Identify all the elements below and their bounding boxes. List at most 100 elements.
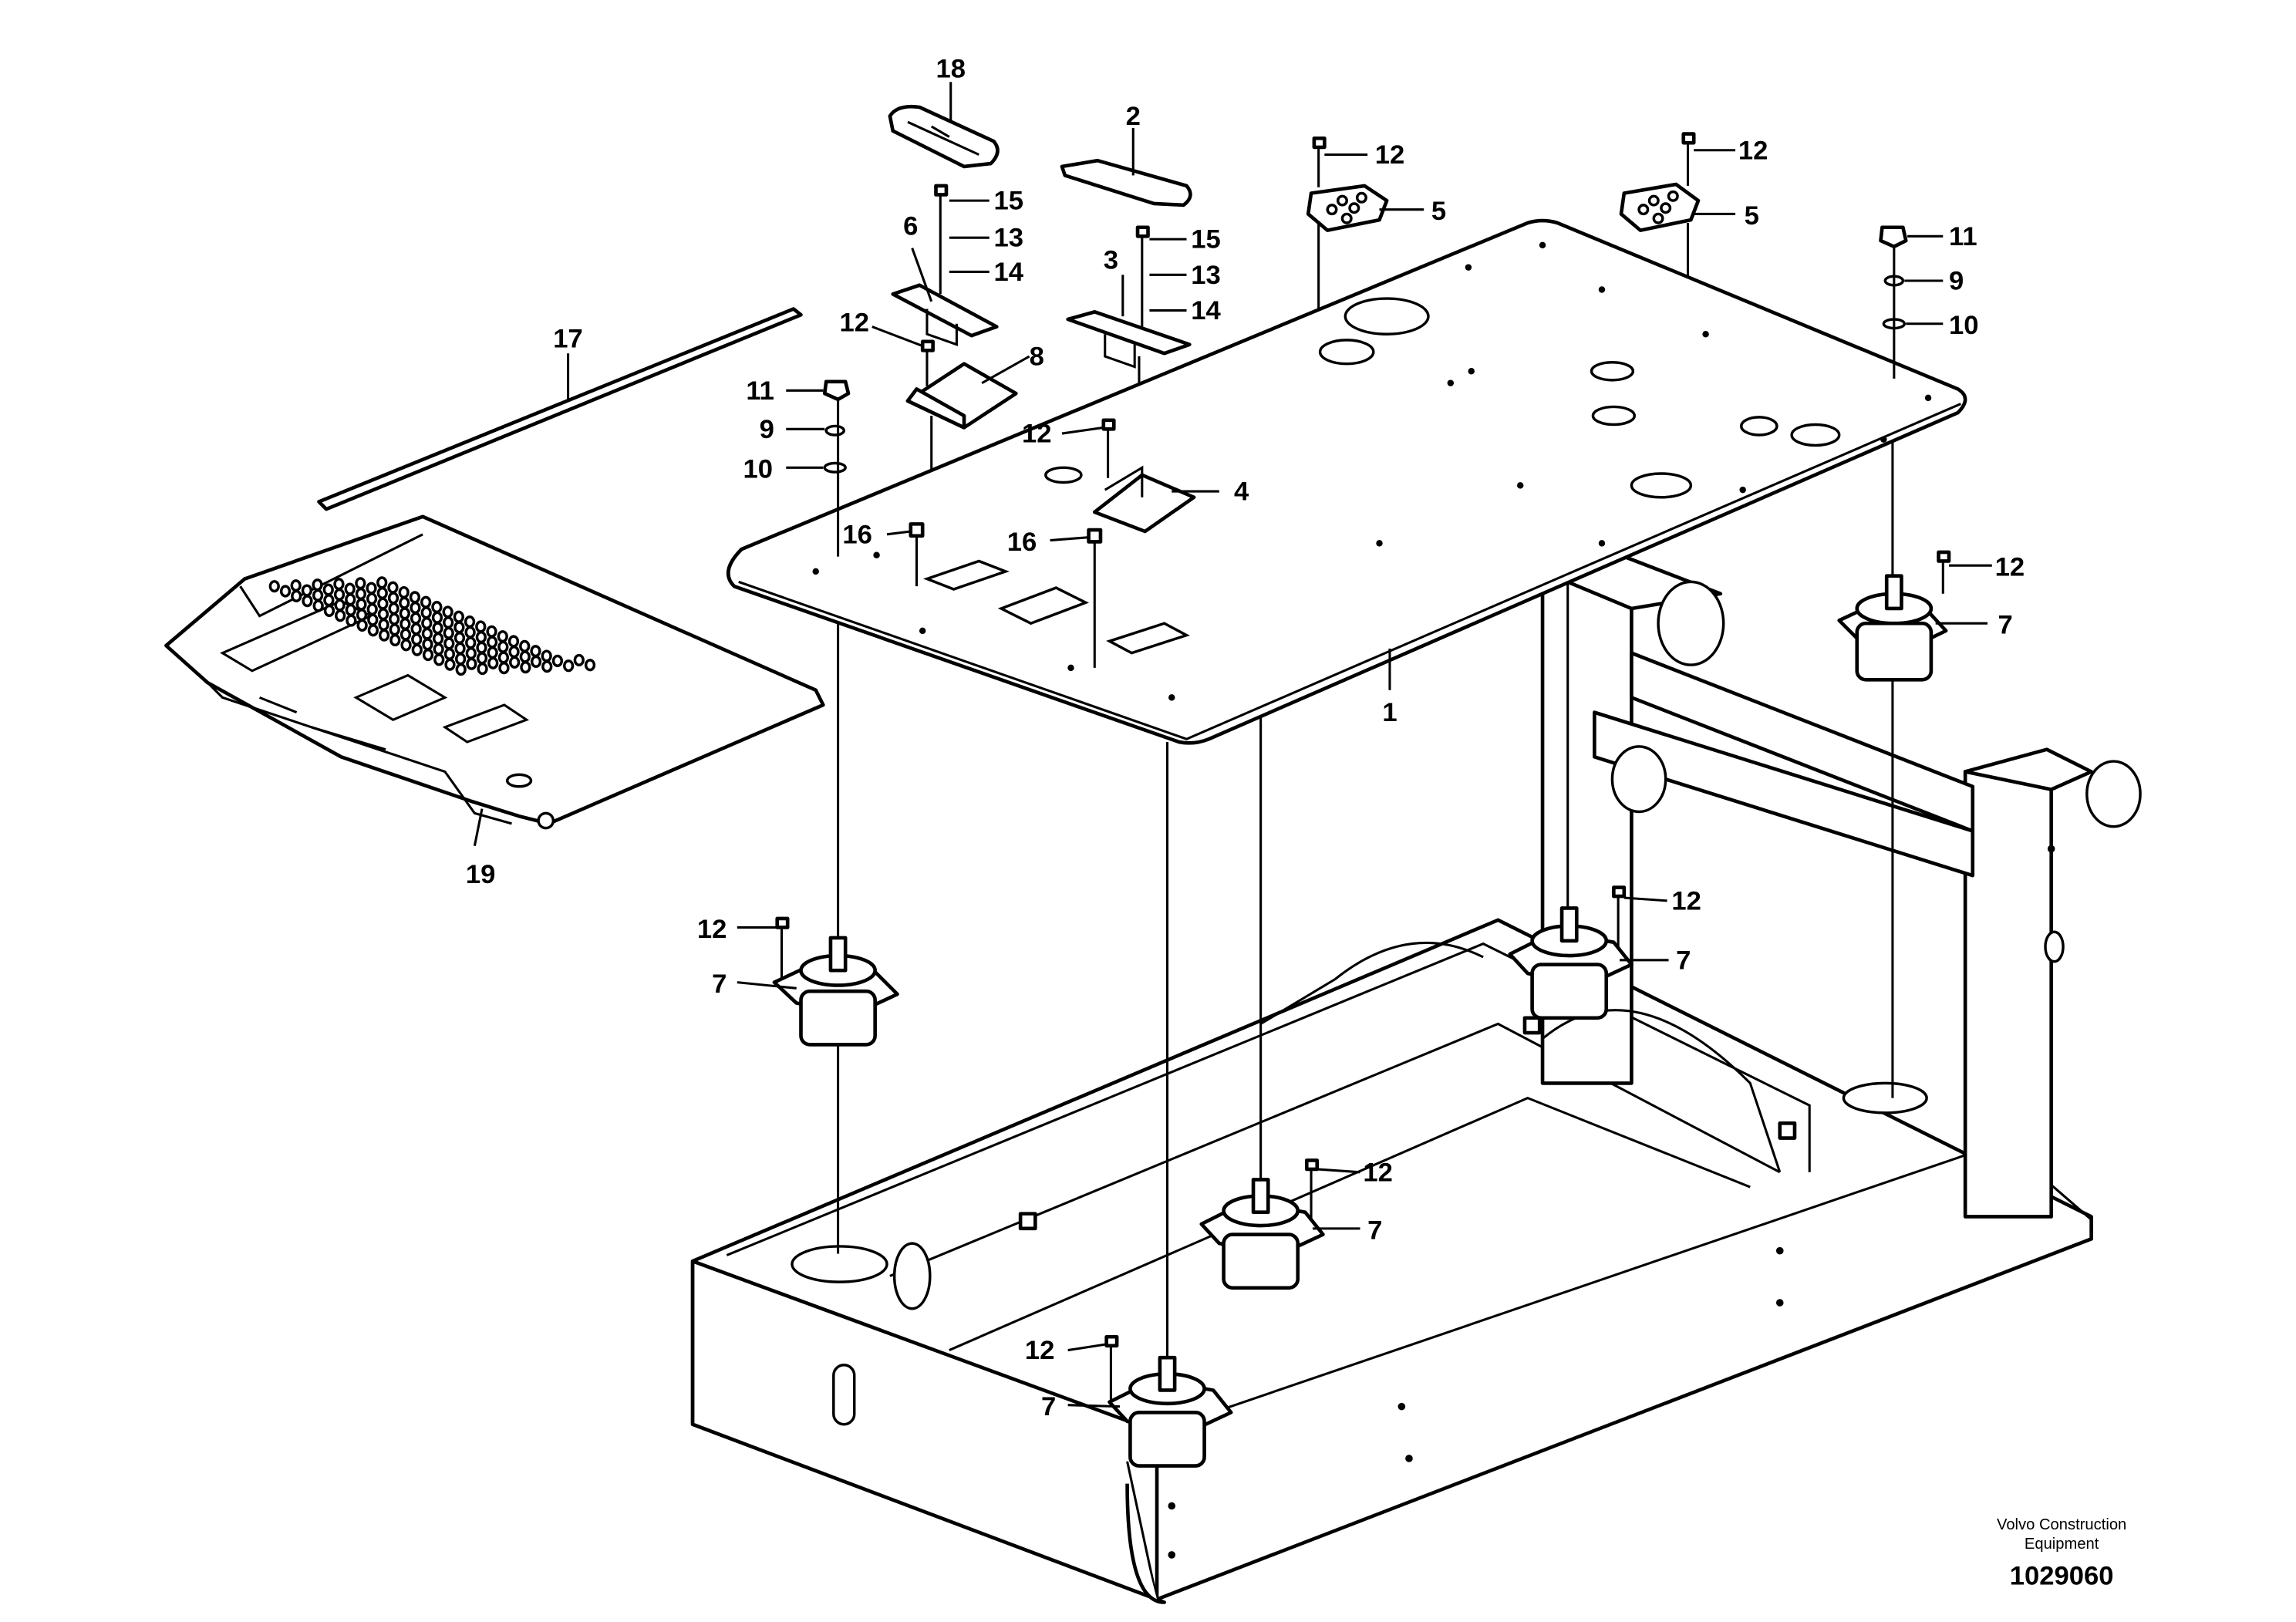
mat-perforation xyxy=(508,646,520,659)
mat-perforation xyxy=(366,602,378,616)
hardware xyxy=(775,132,1951,1402)
mat-perforation xyxy=(443,637,455,650)
callout-7: 7 xyxy=(1041,1392,1056,1421)
mat-perforation xyxy=(431,600,443,614)
mat-perforation xyxy=(367,613,379,626)
mat-perforation xyxy=(356,598,367,611)
rubber-mount-7-right-top xyxy=(1837,574,1948,682)
mat-perforation xyxy=(442,605,453,619)
mat-perforation xyxy=(389,612,400,626)
lower-frame xyxy=(690,555,2142,1604)
washer-10-left xyxy=(823,461,847,474)
mat-perforation xyxy=(410,612,422,625)
mat-perforation xyxy=(389,623,400,636)
callout-12: 12 xyxy=(1025,1336,1055,1365)
callout-12: 12 xyxy=(1738,136,1768,165)
callout-11: 11 xyxy=(746,376,774,406)
mat-perforation xyxy=(421,616,433,630)
bolt-12-f xyxy=(775,916,790,980)
callout-19: 19 xyxy=(466,860,496,889)
mat-perforation xyxy=(366,582,377,595)
mat-perforation xyxy=(530,655,542,668)
mat-perforation xyxy=(422,648,434,662)
mat-perforation xyxy=(323,594,335,607)
callout-12: 12 xyxy=(1375,140,1405,170)
callout-17: 17 xyxy=(553,325,583,354)
callout-13: 13 xyxy=(993,224,1023,253)
bracket-3 xyxy=(1066,310,1192,369)
mat-perforation xyxy=(333,588,346,601)
callout-10: 10 xyxy=(1949,311,1979,340)
mat-perforation xyxy=(290,579,302,592)
mat-perforation xyxy=(411,643,423,656)
callout-leaders xyxy=(473,82,1992,1408)
mat-perforation xyxy=(573,653,585,666)
mat-perforation xyxy=(356,619,368,632)
callout-6: 6 xyxy=(903,211,918,241)
mat-perforation xyxy=(431,611,443,624)
mat-perforation xyxy=(301,584,313,597)
mat-perforation xyxy=(367,624,379,637)
mat-perforation xyxy=(498,662,510,675)
mat-perforation xyxy=(453,610,464,623)
nut-11-left xyxy=(822,379,851,402)
mat-perforation xyxy=(520,661,531,674)
mat-perforation xyxy=(477,662,488,676)
mat-perforations xyxy=(268,576,596,676)
mat-perforation xyxy=(519,650,531,663)
manufacturer-line-1: Volvo Construction xyxy=(1997,1516,2126,1533)
bolt-12-g xyxy=(1612,885,1627,950)
nut-11-right xyxy=(1879,225,1908,249)
manufacturer-line-2: Equipment xyxy=(2025,1536,2099,1553)
rubber-mount-7-center-right xyxy=(1508,906,1633,1020)
cover-18 xyxy=(888,104,1000,169)
callout-3: 3 xyxy=(1104,246,1118,275)
mat-perforation xyxy=(487,646,498,659)
mount-plate-5-right xyxy=(1619,182,1701,232)
mat-perforation xyxy=(400,639,412,652)
mat-perforation xyxy=(476,652,488,665)
bracket-4 xyxy=(1092,465,1196,534)
bolt-12-a xyxy=(1312,137,1327,187)
mat-perforation xyxy=(399,596,410,609)
rubber-mount-7-center xyxy=(1199,1178,1325,1290)
bolt-12-b xyxy=(1681,132,1696,186)
mat-perforation xyxy=(268,580,280,593)
mat-perforation xyxy=(333,578,345,591)
mat-perforation xyxy=(563,659,575,673)
mat-perforation xyxy=(409,591,421,604)
mat-perforation xyxy=(465,636,477,649)
mat-perforation xyxy=(443,615,454,629)
credit-block: Volvo Construction Equipment 1029060 xyxy=(1997,1516,2126,1590)
mat-perforation xyxy=(312,599,324,612)
rubber-mount-7-left xyxy=(772,936,899,1047)
mat-perforation xyxy=(541,660,553,673)
callout-2: 2 xyxy=(1126,102,1141,131)
mat-perforation xyxy=(475,620,487,633)
mat-perforation xyxy=(507,635,520,648)
mat-perforation xyxy=(584,659,596,672)
cover-2 xyxy=(1060,158,1192,207)
mat-perforation xyxy=(486,636,498,649)
mat-perforation xyxy=(356,609,368,622)
mat-perforation xyxy=(530,645,541,658)
mat-perforation xyxy=(355,577,366,590)
mat-perforation xyxy=(444,658,456,671)
bolt-15-a xyxy=(934,184,949,295)
mat-perforation xyxy=(454,642,466,655)
mat-perforation xyxy=(334,599,346,612)
mat-perforation xyxy=(487,656,499,669)
bolt-15-b xyxy=(1135,225,1150,327)
mat-perforation xyxy=(486,625,497,638)
mat-perforation xyxy=(433,653,445,666)
mat-perforation xyxy=(432,632,444,646)
seal-strip xyxy=(317,307,803,511)
callout-4: 4 xyxy=(1234,477,1249,507)
callout-14: 14 xyxy=(1191,296,1221,325)
mat-perforation xyxy=(302,595,313,608)
mat-perforation xyxy=(464,626,476,639)
mat-perforation xyxy=(400,617,411,631)
callout-15: 15 xyxy=(1191,225,1221,255)
bolt-12-e xyxy=(1937,550,1951,594)
